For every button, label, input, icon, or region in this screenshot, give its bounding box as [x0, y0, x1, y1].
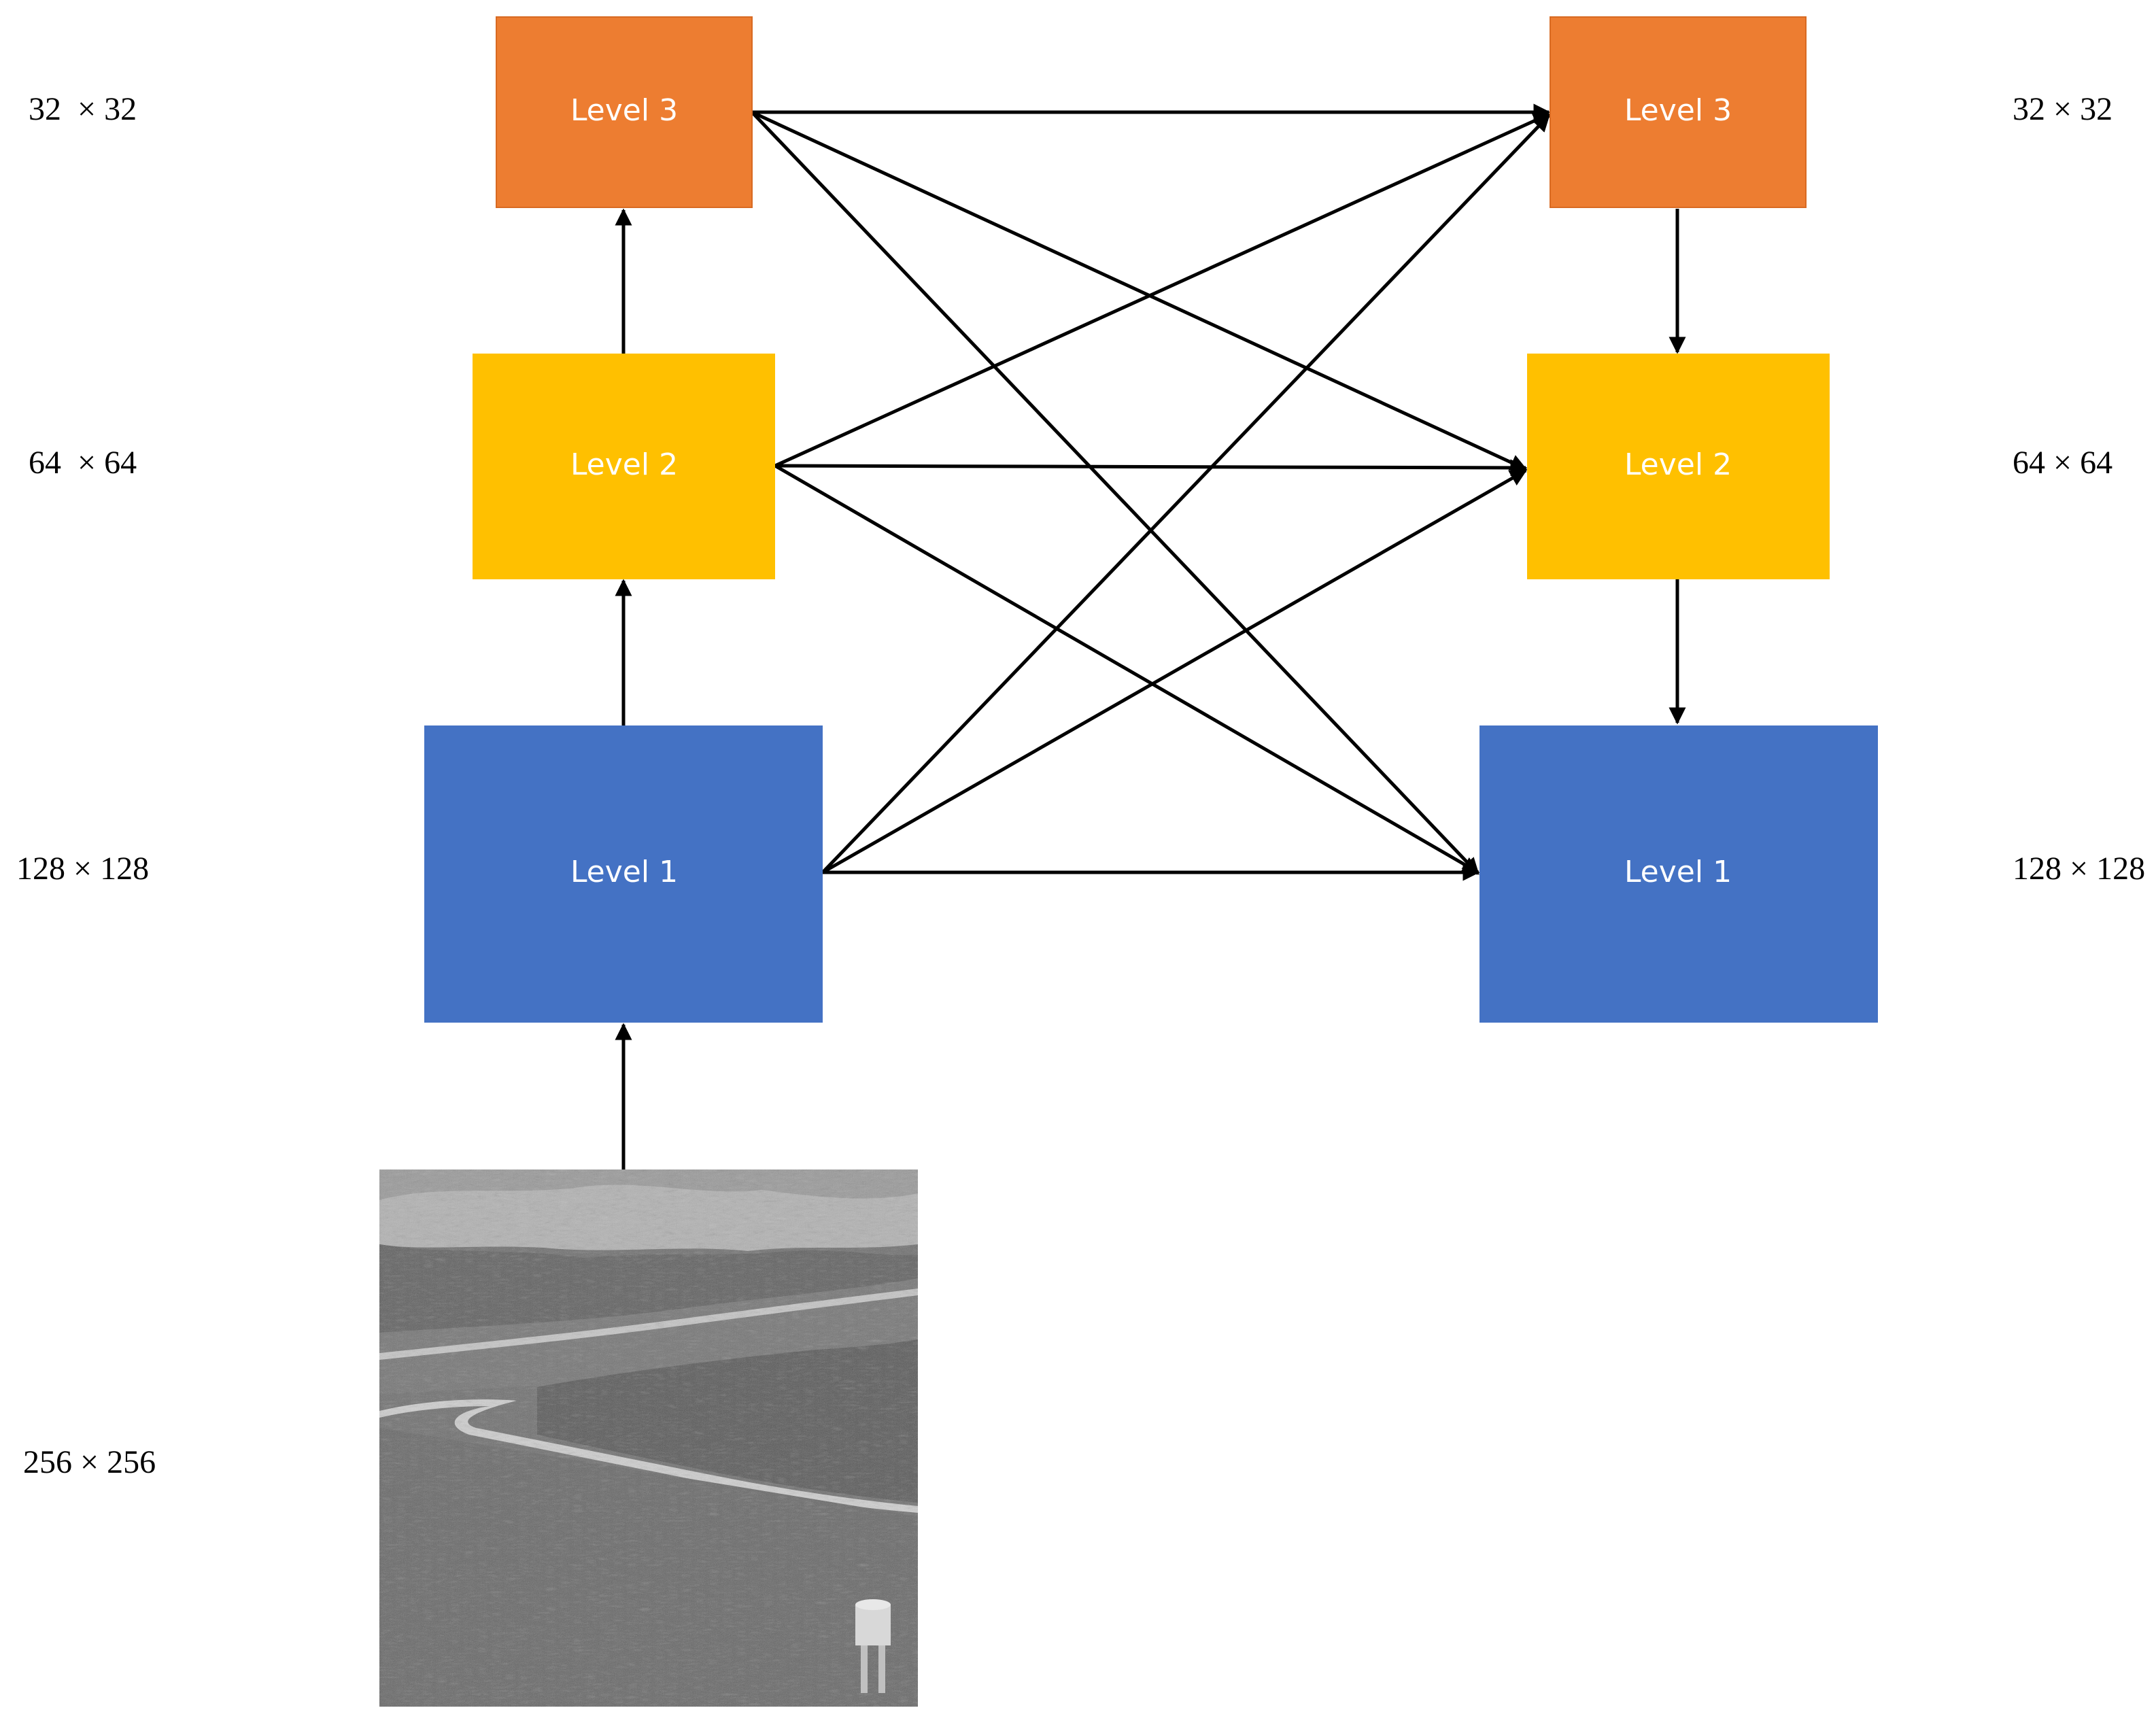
- left-level3-label: Level 3: [570, 93, 678, 128]
- left-level2-label: Level 2: [570, 447, 678, 482]
- input-image: [379, 1169, 918, 1707]
- left-level3-box: Level 3: [496, 16, 753, 208]
- size-label-right-level2: 64 × 64: [2013, 445, 2112, 481]
- right-level2-label: Level 2: [1624, 447, 1732, 482]
- left-level1-rect: [424, 725, 823, 1023]
- right-level1-box: Level 1: [1479, 725, 1878, 1023]
- right-level3-rect: [1550, 16, 1807, 208]
- left-level3-rect: [496, 16, 753, 208]
- left-level2-rect: [473, 354, 775, 579]
- cross-connections: [751, 103, 1551, 881]
- arrow-l2-to-r2: [774, 459, 1528, 477]
- right-level1-label: Level 1: [1624, 855, 1732, 889]
- size-label-right-level3: 32 × 32: [2013, 91, 2112, 127]
- size-label-left-level2: 64 × 64: [29, 445, 137, 481]
- size-label-left-level3: 32 × 32: [29, 91, 137, 127]
- left-level1-label: Level 1: [570, 855, 678, 889]
- left-level1-box: Level 1: [424, 725, 823, 1023]
- water-tower-icon: [855, 1599, 891, 1693]
- arrow-l2-to-r3: [774, 112, 1551, 468]
- right-level1-rect: [1479, 725, 1878, 1023]
- right-level3-label: Level 3: [1624, 93, 1732, 128]
- arrow-l1-to-r2: [821, 468, 1528, 874]
- right-level3-box: Level 3: [1550, 16, 1807, 208]
- left-level2-box: Level 2: [473, 354, 775, 579]
- right-level2-rect: [1527, 354, 1830, 579]
- arrow-l3-to-r1: [751, 111, 1479, 875]
- arrow-l3-to-r2: [751, 110, 1528, 471]
- size-label-right-level1: 128 × 128: [2013, 851, 2145, 887]
- right-level2-box: Level 2: [1527, 354, 1830, 579]
- size-label-input: 256 × 256: [23, 1444, 156, 1480]
- size-label-left-level1: 128 × 128: [16, 851, 149, 887]
- size-labels: 32 × 32 64 × 64 128 × 128 256 × 256 32 ×…: [16, 91, 2145, 1480]
- arrow-l2-to-r1: [774, 464, 1480, 874]
- arrow-l1-to-r3: [821, 114, 1550, 874]
